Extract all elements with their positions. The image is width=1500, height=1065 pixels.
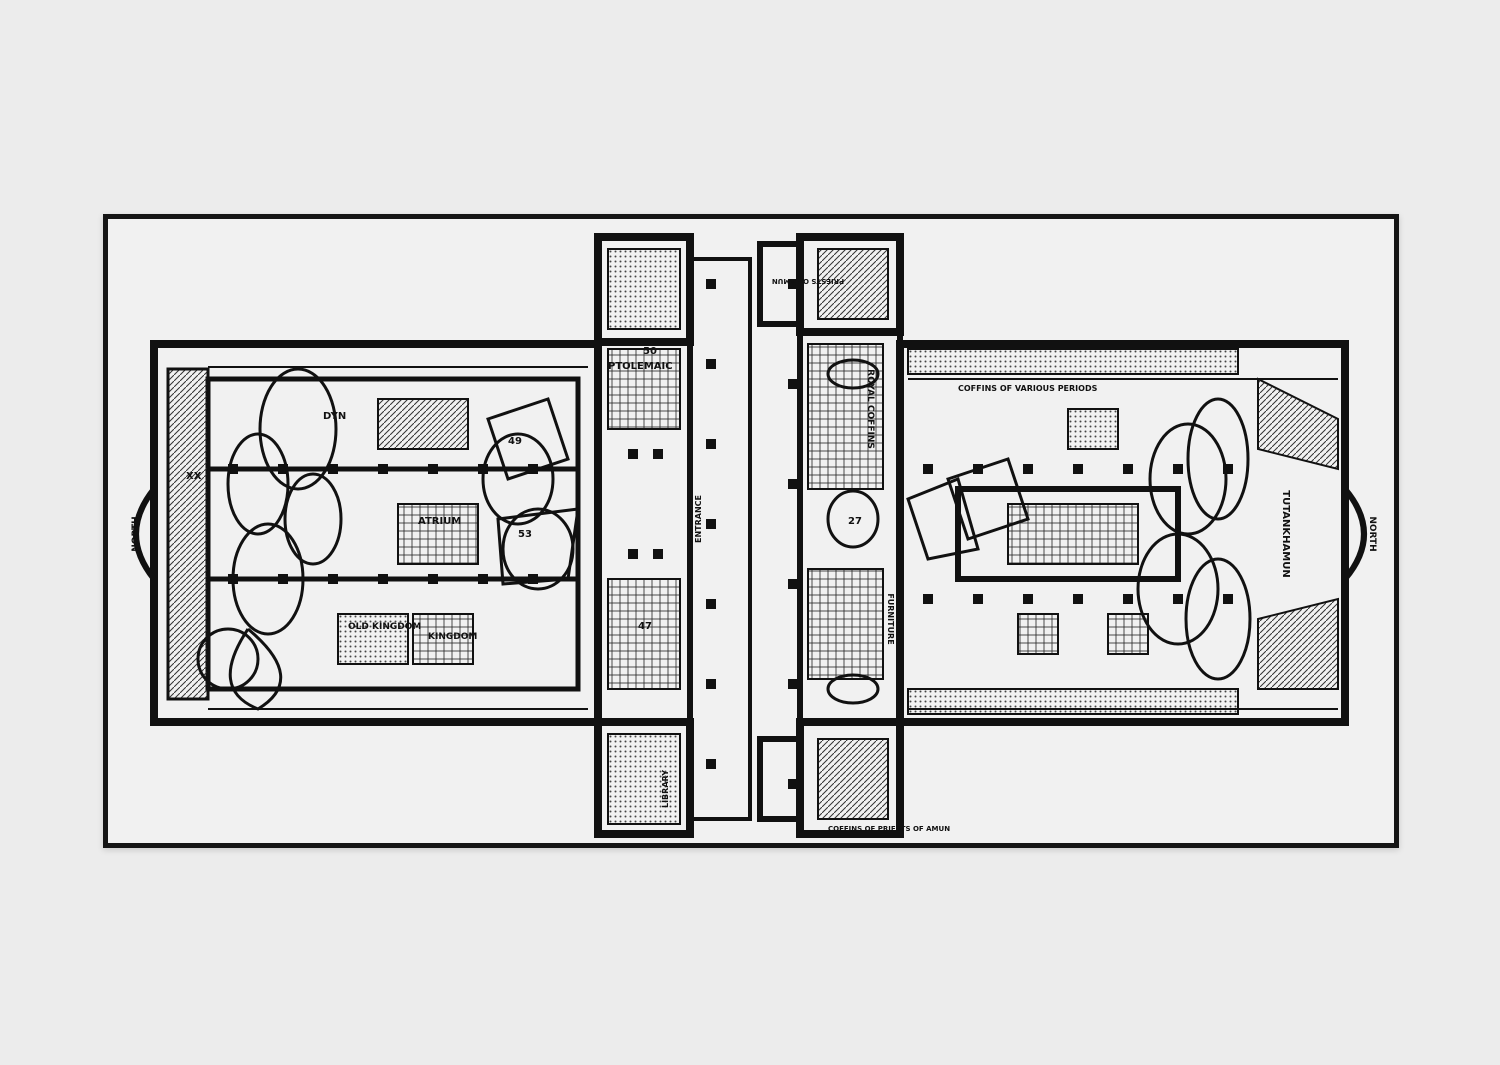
left-label-53: 53 [518,529,532,540]
left-label-49: 49 [508,436,522,447]
left-label-dyn: DYN [323,411,346,422]
left-plan-labels: NORTH ATRIUM PTOLEMAIC OLD KINGDOM KINGD… [131,346,703,808]
right-label-coffins-priests: COFFINS OF PRIESTS OF AMUN [828,825,950,833]
left-label-ptolemaic: PTOLEMAIC [608,361,673,372]
right-label-tutankhamun: TUTANKHAMUN [1280,490,1291,577]
floor-plan-drawing: NORTH ATRIUM PTOLEMAIC OLD KINGDOM KINGD… [131,233,1377,838]
museum-floor-plan-artwork: NORTH ATRIUM PTOLEMAIC OLD KINGDOM KINGD… [108,219,1394,843]
right-compass-label: NORTH [1367,516,1377,551]
right-building-plan [757,233,1367,838]
right-label-royal-coffins: ROYAL COFFINS [865,369,875,449]
right-label-furniture: FURNITURE [886,593,895,644]
left-label-50: 50 [643,346,657,357]
right-label-coffins-various: COFFINS OF VARIOUS PERIODS [958,384,1098,393]
left-label-kingdom: KINGDOM [428,632,477,642]
left-label-47: 47 [638,621,652,632]
left-label-old-kingdom: OLD KINGDOM [348,622,421,632]
left-compass-label: NORTH [131,516,141,551]
left-building-plan [133,233,752,838]
right-label-27: 27 [848,516,862,527]
picture-frame: NORTH ATRIUM PTOLEMAIC OLD KINGDOM KINGD… [103,214,1399,848]
left-label-atrium: ATRIUM [418,516,461,527]
left-label-xx: XX [186,471,202,482]
right-plan-labels: NORTH ROYAL COFFINS COFFINS OF VARIOUS P… [772,277,1377,833]
left-label-entrance: ENTRANCE [694,495,703,543]
left-label-library: LIBRARY [661,770,670,808]
right-label-priests-amun: PRIESTS OF AMUN [772,277,844,285]
